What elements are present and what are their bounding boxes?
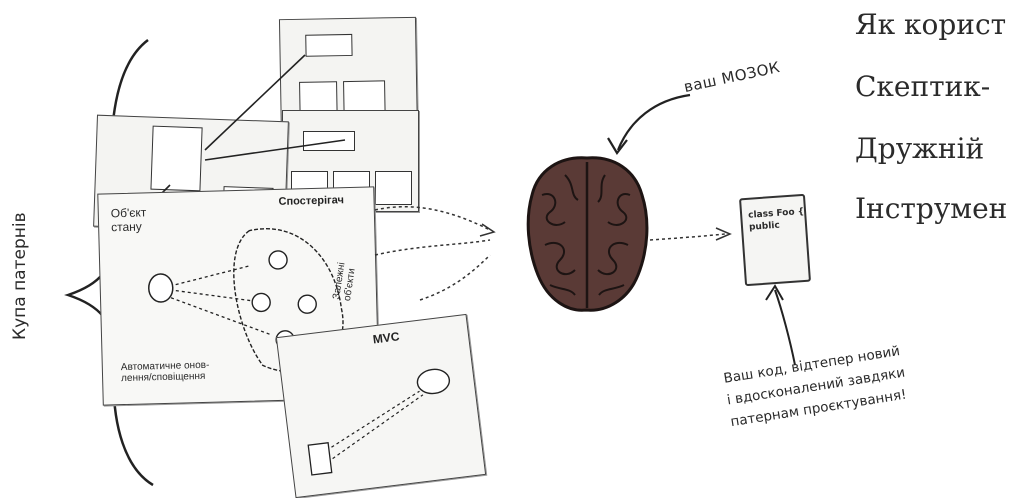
right-line-3: Дружній [855,132,984,165]
code-sheet-text: class Foo { public [748,206,802,234]
right-line-2: Скептик- [855,70,990,103]
brain-icon [520,150,655,320]
right-line-1: Як корист [855,8,1006,41]
right-line-4: Інструмен [855,192,1007,225]
code-sheet: class Foo { public [739,194,811,286]
